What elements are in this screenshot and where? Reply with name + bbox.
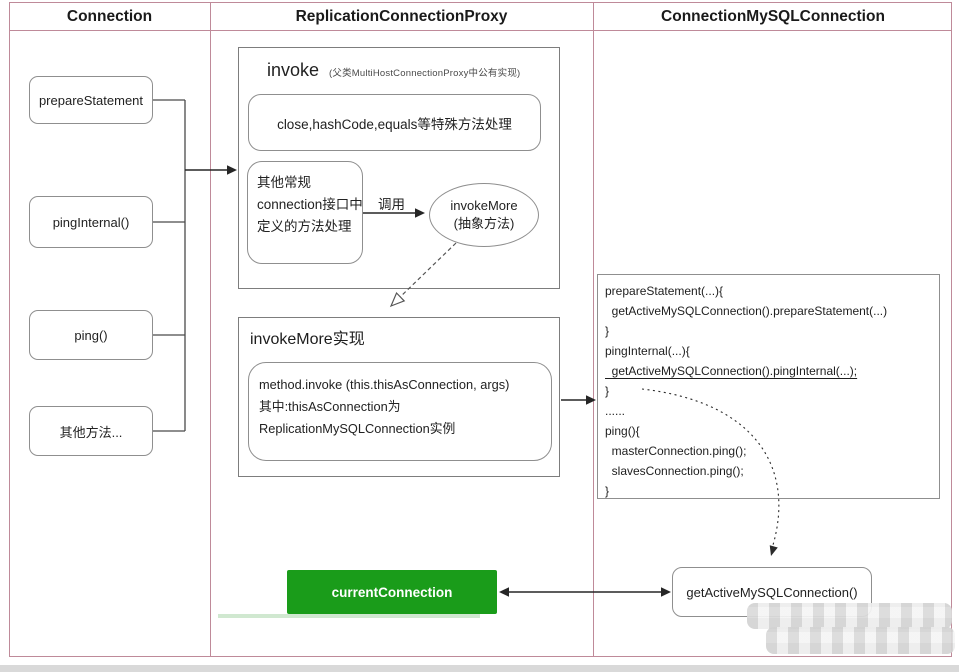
call-arrow-label: 调用 bbox=[378, 197, 405, 212]
invoke-panel-title-row: invoke (父类MultiHostConnectionProxy中公有实现) bbox=[267, 60, 520, 81]
code-line: } bbox=[605, 484, 610, 498]
regular-methods-text: 其他常规 connection接口中 定义的方法处理 bbox=[257, 175, 363, 234]
invoke-subtitle: (父类MultiHostConnectionProxy中公有实现) bbox=[329, 68, 521, 79]
code-line: ping(){ bbox=[605, 424, 640, 438]
column-header-connection: Connection bbox=[66, 8, 153, 25]
invoke-more-body-box: method.invoke (this.thisAsConnection, ar… bbox=[248, 362, 552, 461]
method-box-ping-internal: pingInternal() bbox=[29, 196, 153, 248]
mysql-connection-code-box: prepareStatement(...){ getActiveMySQLCon… bbox=[597, 274, 940, 499]
current-connection-box: currentConnection bbox=[287, 570, 497, 614]
regular-methods-box: 其他常规 connection接口中 定义的方法处理 bbox=[247, 161, 363, 264]
diagram-frame bbox=[9, 2, 952, 657]
code-line: ...... bbox=[605, 404, 626, 418]
column-divider-2 bbox=[593, 3, 594, 656]
code-line: masterConnection.ping(); bbox=[605, 444, 747, 458]
green-ghost-artifact bbox=[218, 614, 480, 618]
pixelated-watermark bbox=[766, 627, 955, 654]
method-box-prepare-statement: prepareStatement bbox=[29, 76, 153, 124]
invoke-title: invoke bbox=[267, 60, 320, 80]
code-line: prepareStatement(...){ bbox=[605, 284, 724, 298]
invoke-more-body-text: method.invoke (this.thisAsConnection, ar… bbox=[259, 377, 510, 436]
code-line-underlined: getActiveMySQLConnection().pingInternal(… bbox=[605, 364, 858, 378]
method-box-ping: ping() bbox=[29, 310, 153, 360]
column-divider-1 bbox=[210, 3, 211, 656]
code-line: pingInternal(...){ bbox=[605, 344, 690, 358]
column-header-connection-mysql-connection: ConnectionMySQLConnection bbox=[661, 8, 885, 25]
special-methods-box: close,hashCode,equals等特殊方法处理 bbox=[248, 94, 541, 151]
code-line: getActiveMySQLConnection().prepareStatem… bbox=[605, 304, 888, 318]
code-line: } bbox=[605, 384, 610, 398]
column-header-replication-connection-proxy: ReplicationConnectionProxy bbox=[295, 8, 508, 25]
code-line: } bbox=[605, 324, 610, 338]
invoke-more-title: invokeMore实现 bbox=[250, 331, 365, 348]
pixelated-watermark bbox=[747, 603, 952, 629]
invoke-more-abstract-ellipse: invokeMore (抽象方法) bbox=[429, 183, 539, 247]
header-separator-line bbox=[10, 30, 952, 31]
page-bottom-strip bbox=[0, 665, 959, 672]
method-box-other-methods: 其他方法... bbox=[29, 406, 153, 456]
code-line: slavesConnection.ping(); bbox=[605, 464, 744, 478]
